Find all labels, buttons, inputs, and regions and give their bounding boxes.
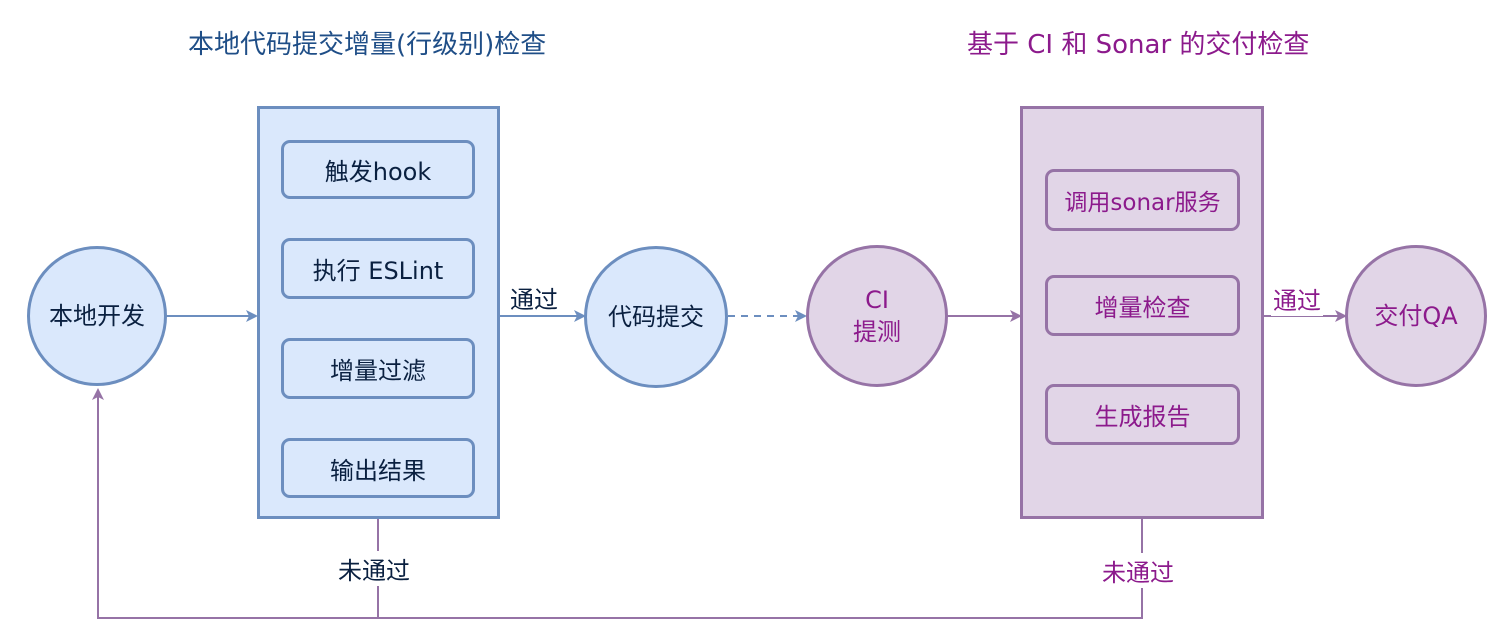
edge-label-pass-left: 通过 (508, 280, 560, 315)
edge-label-pass-right: 通过 (1271, 281, 1323, 316)
step-generate-report: 生成报告 (1045, 384, 1240, 445)
step-incremental-check: 增量检查 (1045, 275, 1240, 336)
edge-label-fail-right: 未通过 (1100, 553, 1176, 588)
node-ci-line1: CI (865, 286, 889, 314)
step-output-result: 输出结果 (281, 438, 475, 498)
right-section-title: 基于 CI 和 Sonar 的交付检查 (967, 30, 1310, 60)
step-run-eslint: 执行 ESLint (281, 238, 475, 299)
step-trigger-hook: 触发hook (281, 140, 475, 199)
step-call-sonar: 调用sonar服务 (1045, 169, 1240, 231)
step-incremental-filter: 增量过滤 (281, 338, 475, 399)
node-ci-line2: 提测 (853, 318, 901, 346)
node-code-submit: 代码提交 (584, 246, 728, 388)
left-section-title: 本地代码提交增量(行级别)检查 (188, 30, 547, 60)
edge-label-fail-left: 未通过 (336, 551, 412, 586)
node-local-dev: 本地开发 (27, 246, 167, 386)
fail-loop-right (92, 388, 1143, 619)
node-ci-test: CI 提测 (806, 245, 948, 387)
node-deliver-qa: 交付QA (1345, 245, 1487, 387)
